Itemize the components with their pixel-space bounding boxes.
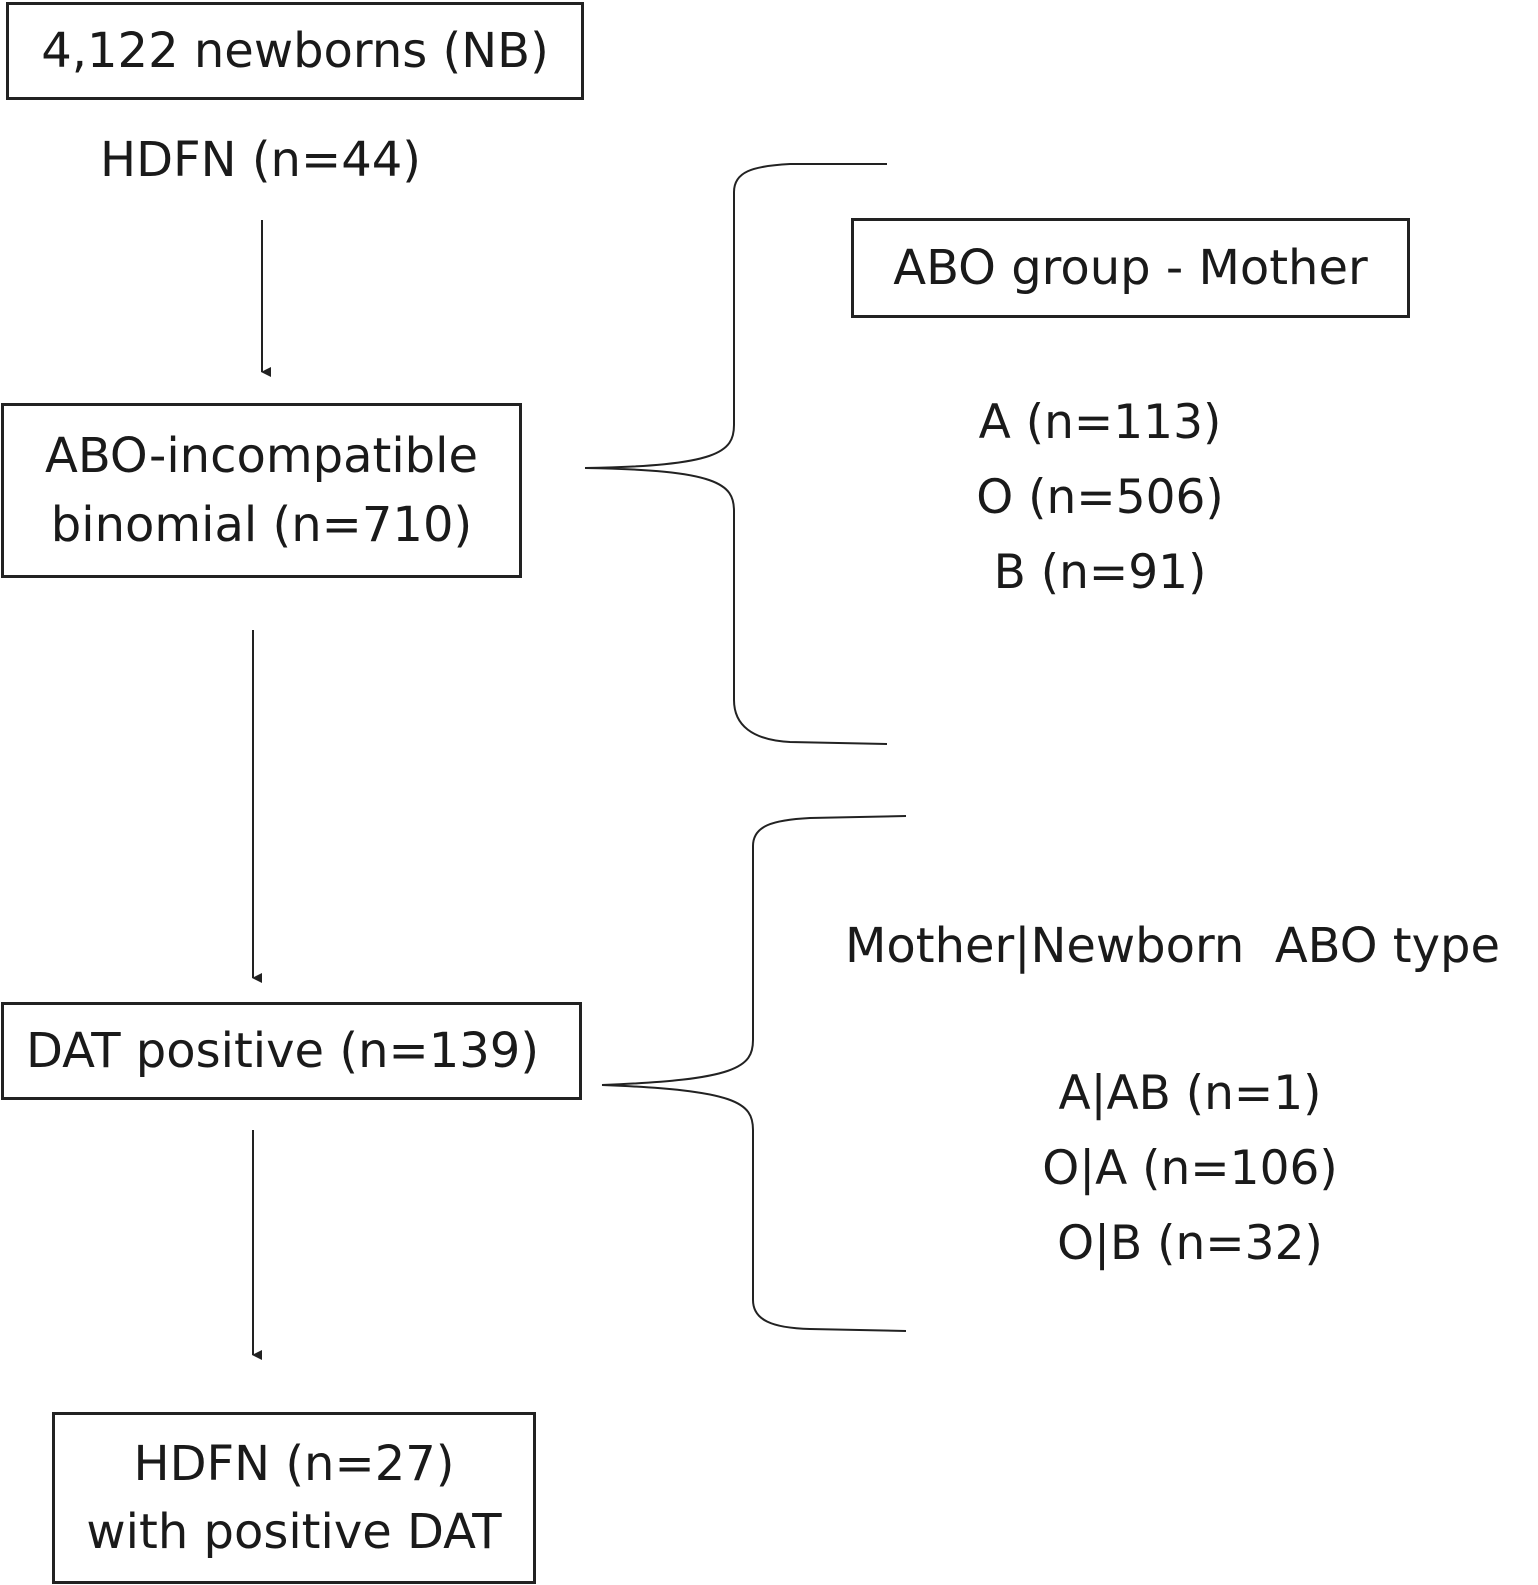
pair-type-item-o-a: O|A (n=106) bbox=[1042, 1141, 1338, 1196]
pair-abo-type-list: A|AB (n=1) O|A (n=106) O|B (n=32) bbox=[1030, 1056, 1350, 1281]
mother-abo-group-list: A (n=113) O (n=506) B (n=91) bbox=[960, 385, 1240, 610]
mother-group-item-b: B (n=91) bbox=[993, 545, 1207, 600]
dat-positive-box: DAT positive (n=139) bbox=[1, 1002, 582, 1100]
abo-incompatible-line1: ABO-incompatible bbox=[44, 428, 478, 485]
total-newborns-label: 4,122 newborns (NB) bbox=[41, 22, 549, 79]
hdfn-dat-line2: with positive DAT bbox=[86, 1504, 502, 1560]
pair-type-item-a-ab: A|AB (n=1) bbox=[1058, 1066, 1322, 1121]
hdfn-dat-line1: HDFN (n=27) bbox=[133, 1435, 455, 1492]
mother-group-item-o: O (n=506) bbox=[976, 470, 1224, 525]
hdfn-total-label: HDFN (n=44) bbox=[100, 132, 421, 188]
mother-group-item-a: A (n=113) bbox=[978, 395, 1222, 450]
pair-abo-type-title: Mother|Newborn ABO type bbox=[845, 918, 1501, 974]
pair-type-item-o-b: O|B (n=32) bbox=[1057, 1216, 1323, 1271]
brace-mother-abo-group bbox=[584, 163, 888, 745]
abo-incompatible-box: ABO-incompatible binomial (n=710) bbox=[1, 403, 522, 578]
hdfn-dat-box: HDFN (n=27) with positive DAT bbox=[52, 1412, 536, 1584]
brace-pair-abo-type bbox=[601, 815, 907, 1332]
abo-incompatible-line2: binomial (n=710) bbox=[50, 496, 473, 553]
mother-abo-group-title-box: ABO group - Mother bbox=[851, 218, 1410, 318]
dat-positive-label: DAT positive (n=139) bbox=[26, 1022, 540, 1079]
total-newborns-box: 4,122 newborns (NB) bbox=[6, 2, 584, 100]
mother-abo-group-title: ABO group - Mother bbox=[893, 239, 1368, 296]
